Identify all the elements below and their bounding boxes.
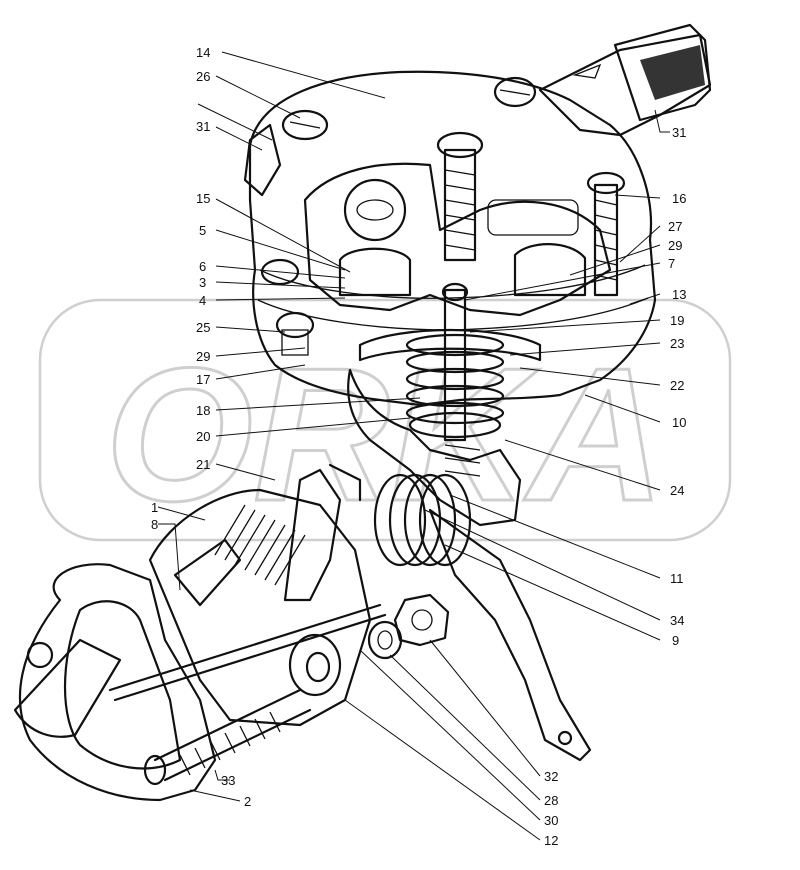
diaphragm-and-spring xyxy=(347,282,542,527)
callout-27: 27 xyxy=(668,219,682,234)
callout-24: 24 xyxy=(670,483,684,498)
callout-13: 13 xyxy=(672,287,686,302)
callout-23: 23 xyxy=(670,336,684,351)
callout-28: 28 xyxy=(544,793,558,808)
leader-lines xyxy=(157,51,670,841)
callout-8: 8 xyxy=(151,517,158,532)
callouts: 14 26 31 31 15 16 27 5 29 6 7 3 4 13 25 … xyxy=(151,45,686,848)
callout-29-right: 29 xyxy=(668,238,682,253)
callout-21: 21 xyxy=(196,457,210,472)
callout-31-right: 31 xyxy=(672,125,686,140)
callout-4: 4 xyxy=(199,293,206,308)
callout-9: 9 xyxy=(672,633,679,648)
callout-6: 6 xyxy=(199,259,206,274)
callout-30: 30 xyxy=(544,813,558,828)
callout-7: 7 xyxy=(668,256,675,271)
callout-14: 14 xyxy=(196,45,210,60)
callout-31-left: 31 xyxy=(196,119,210,134)
callout-25: 25 xyxy=(196,320,210,335)
callout-5: 5 xyxy=(199,223,206,238)
callout-15: 15 xyxy=(196,191,210,206)
callout-3: 3 xyxy=(199,275,206,290)
callout-1: 1 xyxy=(151,500,158,515)
callout-34: 34 xyxy=(670,613,684,628)
callout-20: 20 xyxy=(196,429,210,444)
callout-29-left: 29 xyxy=(196,349,210,364)
callout-33: 33 xyxy=(221,773,235,788)
callout-17: 17 xyxy=(196,372,210,387)
callout-2: 2 xyxy=(244,794,251,809)
lever-assembly xyxy=(13,463,592,802)
callout-11: 11 xyxy=(670,571,684,586)
callout-10: 10 xyxy=(672,415,686,430)
watermark-text: ORKA xyxy=(105,329,664,541)
callout-32: 32 xyxy=(544,769,558,784)
callout-16: 16 xyxy=(672,191,686,206)
callout-26: 26 xyxy=(196,69,210,84)
watermark: ORKA xyxy=(38,298,732,543)
callout-18: 18 xyxy=(196,403,210,418)
callout-12: 12 xyxy=(544,833,558,848)
inlet-fitting xyxy=(538,23,712,137)
callout-22: 22 xyxy=(670,378,684,393)
callout-19: 19 xyxy=(670,313,684,328)
